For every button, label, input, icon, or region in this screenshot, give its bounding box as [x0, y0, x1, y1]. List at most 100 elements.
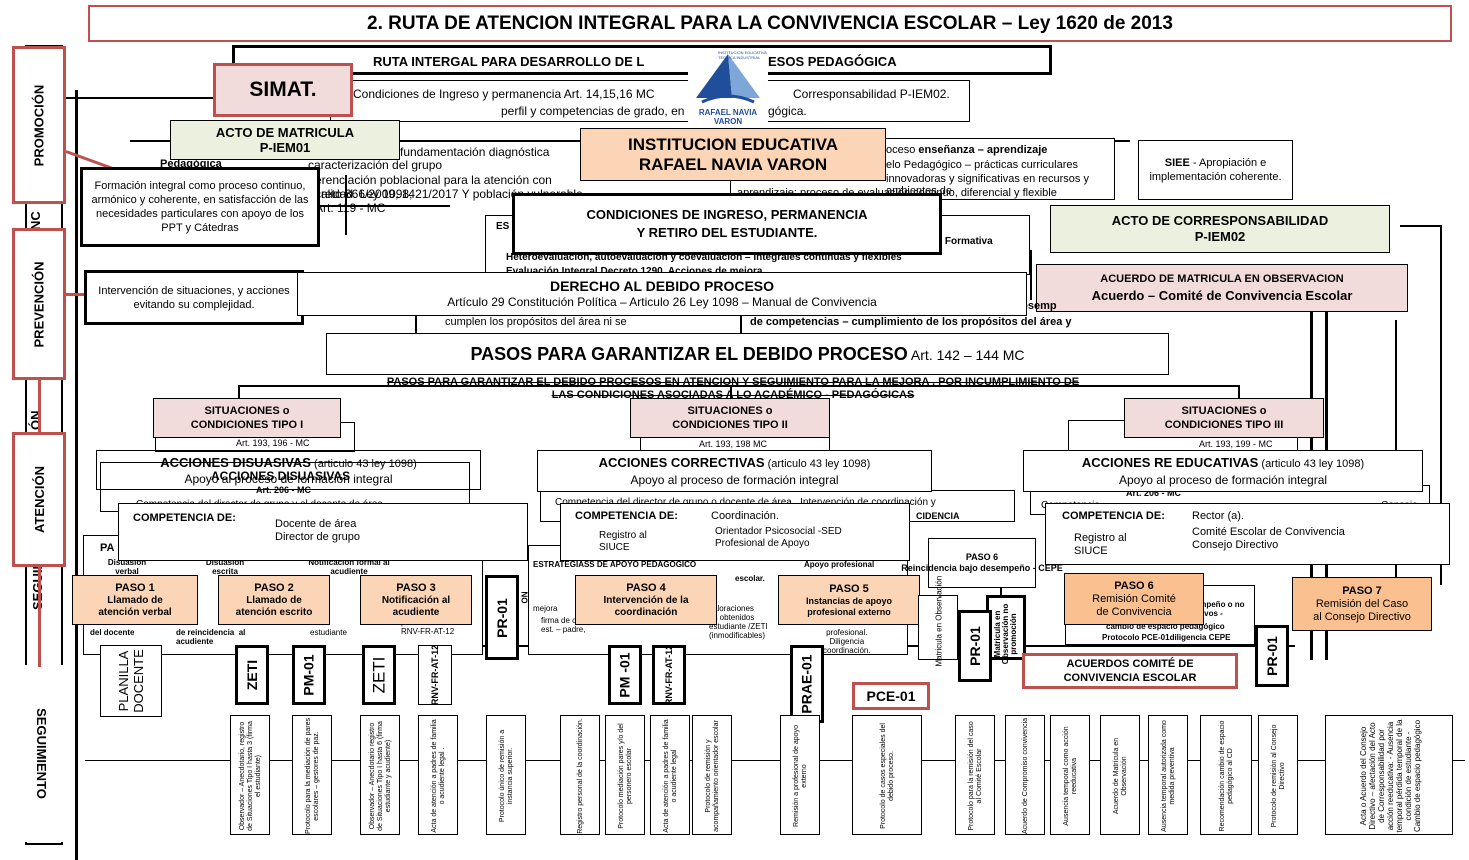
competencia-box-3: COMPETENCIA DE: Rector (a). Registro al … — [1045, 503, 1450, 565]
left-spine-line — [75, 90, 78, 860]
code-zeti-1: ZETI — [235, 645, 269, 705]
connector — [320, 205, 450, 207]
school-logo: RAFAEL NAVIA VARON INSTITUCION EDUCATIVA… — [688, 48, 768, 126]
formacion-integral-box: Formación integral como proceso continuo… — [80, 167, 320, 247]
acuerdos-comite-box: ACUERDOS COMITÉ DE CONVIVENCIA ESCOLAR — [1022, 653, 1238, 689]
bottom-doc-text: Acta de atención a padres de familia o a… — [431, 719, 446, 833]
code-pm01-b: PM -01 — [608, 645, 642, 705]
connector — [1400, 225, 1440, 227]
bottom-doc-text: Acta de atención a padres de familia o a… — [663, 719, 678, 833]
code-pce01: PCE-01 — [852, 682, 930, 710]
acciones-reeducativas-box: ACCIONES RE EDUCATIVAS (articulo 43 ley … — [1023, 450, 1423, 492]
red-connector — [66, 293, 86, 296]
institucion-box: INSTITUCION EDUCATIVA RAFAEL NAVIA VARON — [580, 128, 886, 181]
bottom-doc-box: Acta de atención a padres de familia o a… — [650, 715, 690, 835]
paso-6-box: PASO 6 Remisión Comité de Convivencia — [1064, 573, 1204, 625]
acciones-correctivas-bold: ACCIONES CORRECTIVAS — [598, 455, 765, 470]
side-label-promocion: PROMOCIÓN — [12, 46, 66, 204]
bottom-doc-text: Protocolo mediación pares y/o del person… — [618, 723, 633, 829]
logo-emblem — [688, 50, 768, 106]
matricula-no-promocion-box: Matricula en Observación no promoción — [986, 595, 1026, 664]
acciones-disuasivas-box: ACCIONES DISUASIVAS (articulo 43 ley 109… — [96, 450, 481, 490]
competencia-box-1: COMPETENCIA DE: Docente de área Director… — [118, 503, 528, 561]
bottom-doc-text: Protocolo para la mediación de pares esc… — [305, 718, 320, 834]
connector — [730, 385, 732, 410]
bottom-doc-box: Protocolo para la mediación de pares esc… — [292, 715, 332, 835]
acciones-reeducativas-bold: ACCIONES RE EDUCATIVAS — [1081, 455, 1259, 470]
bottom-doc-text: Protocolo de remisión y acompañamiento o… — [705, 720, 720, 832]
condiciones-ingreso-box: CONDICIONES DE INGRESO, PERMANENCIA Y RE… — [512, 193, 942, 255]
bottom-doc-text: Acuerdo de Compromiso convivencia — [1022, 718, 1029, 834]
siee-text: - Apropiación e implementación coherente… — [1149, 157, 1282, 183]
ensenanza-pre: oceso — [886, 144, 919, 156]
bottom-doc-box: Acuerdo de Matrícula en Observación — [1100, 715, 1140, 835]
bottom-doc-box: Recomendación cambio de espacio pedagógi… — [1200, 715, 1252, 835]
fundamentacion-area: Pedagógica fundamentación diagnóstica ca… — [160, 145, 583, 215]
siee-bold: SIEE — [1164, 157, 1190, 169]
bottom-doc-box: Observador – Anecdotario, registro de Si… — [230, 715, 270, 835]
pasos-garantizar-art: Art. 142 – 144 MC — [907, 346, 1025, 363]
acto-matricula-box: ACTO DE MATRICULA P-IEM01 — [170, 120, 400, 160]
competencia-box-2: COMPETENCIA DE: Coordinación. Registro a… — [560, 503, 910, 561]
acciones-correctivas-box: ACCIONES CORRECTIVAS (articulo 43 ley 10… — [537, 450, 932, 492]
code-pr01-b: PR-01 — [958, 610, 992, 682]
bottom-doc-text: Acuerdo de Matrícula en Observación — [1113, 737, 1128, 815]
acciones-disuasivas-bold: ACCIONES DISUASIVAS — [160, 454, 311, 470]
situacion-tipo-3: SITUACIONES o CONDICIONES TIPO III — [1124, 398, 1324, 438]
pasos-garantizar-box: PASOS PARA GARANTIZAR EL DEBIDO PROCESO … — [326, 333, 1169, 375]
bottom-doc-box: Protocolo mediación pares y/o del person… — [605, 715, 645, 835]
acuerdo-matricula-box: ACUERDO DE MATRICULA EN OBSERVACION Acue… — [1036, 264, 1408, 312]
ensenanza-bold: enseñanza – aprendizaje — [918, 144, 1048, 156]
acciones-reeducativas-art: (articulo 43 ley 1098) — [1258, 458, 1365, 470]
acto-corresponsabilidad-box: ACTO DE CORRESPONSABILIDAD P-IEM02 — [1050, 205, 1390, 253]
code-rnv-1: RNV-FR-AT-12 — [418, 645, 452, 705]
ruta-integral-banner: RUTA INTERGAL PARA DESARROLLO DE L ESOS … — [232, 45, 1052, 75]
bottom-doc-text: Remisión a profesional de apoyo externo — [793, 725, 808, 827]
paso-7-box: PASO 7 Remisión del Caso al Consejo Dire… — [1292, 577, 1432, 631]
connector — [238, 385, 240, 410]
code-pm01-a: PM-01 — [292, 645, 326, 705]
situacion-tipo-2: SITUACIONES o CONDICIONES TIPO II — [630, 398, 830, 438]
connector — [1030, 250, 1032, 300]
bottom-doc-box: Remisión a profesional de apoyo externo — [780, 715, 820, 835]
bottom-doc-text: Observador – Anecdotario, registro de Si… — [239, 721, 262, 831]
connector — [65, 97, 235, 99]
bottom-doc-box: Protocolo para la remisión del caso al C… — [955, 715, 995, 835]
side-label-atencion: ATENCIÓN — [12, 432, 66, 567]
bottom-doc-box: Protocolo único de remisión a instancia … — [486, 715, 526, 835]
paso-2-box: PASO 2 Llamado de atención escrito — [218, 575, 330, 625]
connector — [1440, 225, 1442, 585]
paso-3-box: PASO 3 Notificación al acudiente — [360, 575, 472, 625]
bottom-rail-line — [85, 760, 1465, 761]
connector — [238, 385, 1238, 387]
side-behind-label: NC — [28, 211, 43, 230]
code-prae01: PRAE-01 — [790, 645, 824, 723]
code-planilla-docente: PLANILLA DOCENTE — [100, 645, 162, 717]
side-label-prevencion: PREVENCIÓN — [12, 228, 66, 380]
bottom-doc-box: Registro personal de la coordinación. — [560, 715, 600, 835]
bottom-doc-text: Protocolo de remisión al Consejo Directi… — [1271, 724, 1286, 828]
derecho-debido-box: DERECHO AL DEBIDO PROCESO Artículo 29 Co… — [297, 272, 1027, 316]
bottom-doc-box: Ausencia temporal autorizada como medida… — [1148, 715, 1188, 835]
bottom-doc-text: Acta o Acuerdo del Consejo Directivo – a… — [1358, 719, 1422, 833]
paso-4-box: PASO 4 Intervención de la coordinación — [575, 575, 717, 625]
bottom-doc-text: Ausencia temporal como acción reeducativ… — [1063, 726, 1078, 826]
intervencion-box: Intervención de situaciones, y acciones … — [84, 270, 304, 325]
pasos-garantizar-bold: PASOS PARA GARANTIZAR EL DEBIDO PROCESO — [470, 343, 908, 364]
acciones-correctivas-art: (articulo 43 ley 1098) — [764, 458, 871, 470]
code-pr01-a: PR-01 — [485, 575, 519, 660]
bottom-doc-text: Ausencia temporal autorizada como medida… — [1161, 720, 1176, 832]
bottom-doc-text: Protocolo único de remisión a instancia … — [499, 729, 514, 823]
code-zeti-2: ZETI — [362, 645, 396, 705]
paso-1-box: PASO 1 Llamado de atención verbal — [72, 575, 198, 625]
paso6-reincidencia-box: PASO 6 Reincidencia bajo desempeño - CEP… — [901, 538, 1063, 588]
situacion-tipo-1: SITUACIONES o CONDICIONES TIPO I — [153, 398, 341, 438]
condiciones-line-box: Condiciones de Ingreso y permanencia Art… — [330, 80, 970, 122]
acciones-disuasivas-art: (articulo 43 ley 1098) — [310, 457, 417, 470]
bottom-doc-box: Acuerdo de Compromiso convivencia — [1005, 715, 1045, 835]
bottom-doc-text: Protocolo para la remisión del caso al C… — [968, 721, 983, 831]
bottom-doc-box: Acta de atención a padres de familia o a… — [418, 715, 458, 835]
paso-5-box: PASO 5 Instancias de apoyo profesional e… — [778, 575, 920, 625]
bottom-doc-text: Registro personal de la coordinación. — [577, 718, 584, 834]
bottom-doc-box: Protocolo de remisión al Consejo Directi… — [1258, 715, 1298, 835]
